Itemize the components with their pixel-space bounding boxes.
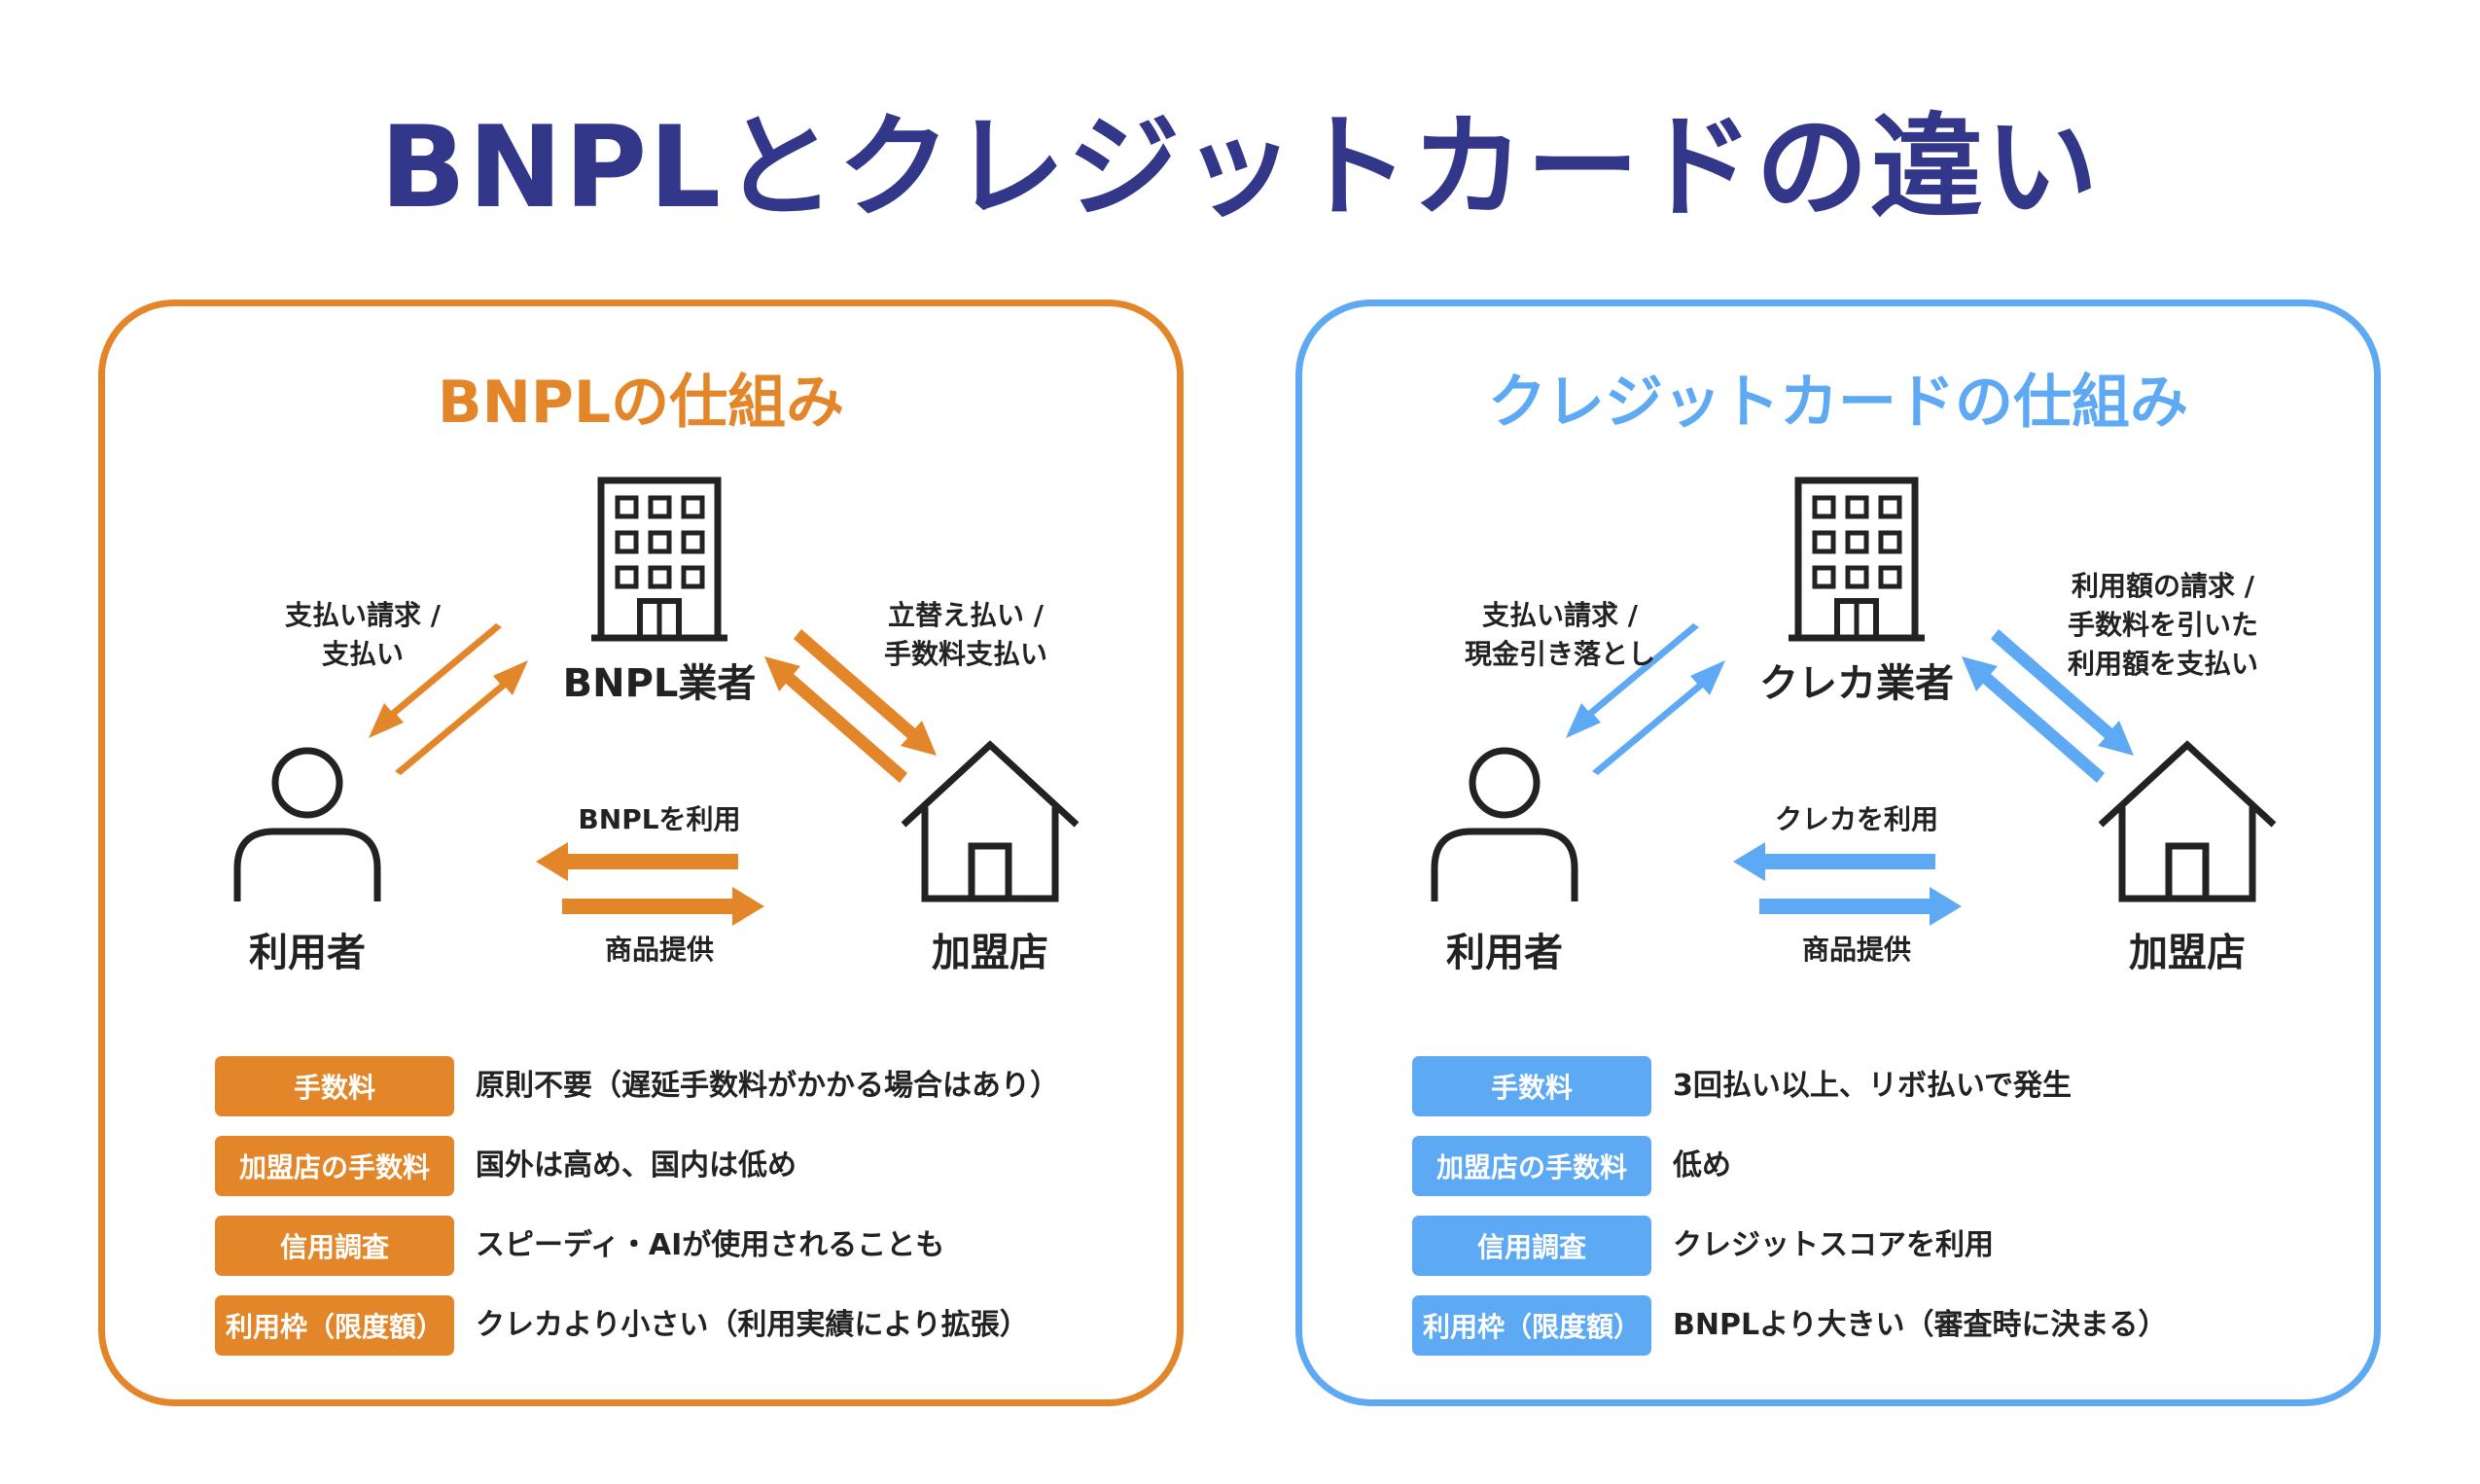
bnpl-user-company-flow-label: 支払い請求 /支払い bbox=[285, 599, 441, 670]
credit-user-company-flow-label: 支払い請求 /現金引き落とし bbox=[1464, 599, 1655, 670]
house-icon bbox=[2098, 740, 2277, 902]
row-key: 利用枠（限度額） bbox=[1412, 1295, 1651, 1356]
page-title: BNPLとクレジットカードの違い bbox=[379, 102, 2101, 233]
bnpl-user-label: 利用者 bbox=[249, 931, 366, 975]
row-key: 加盟店の手数料 bbox=[215, 1136, 454, 1196]
bnpl-flow-arrows bbox=[369, 623, 937, 926]
person-icon bbox=[233, 747, 381, 901]
row-key: 信用調査 bbox=[215, 1216, 454, 1276]
row-value: スピーディ・AIが使用されることも bbox=[476, 1228, 945, 1262]
bnpl-panel: BNPLの仕組み BNPL業者 利用者 加盟店 bbox=[98, 300, 1184, 1406]
arrow-merchant-to-company bbox=[764, 656, 907, 783]
credit-card-panel: クレジットカードの仕組み クレカ業者 利用者 加盟店 bbox=[1295, 300, 2381, 1406]
arrow-merchant-to-user bbox=[536, 842, 738, 881]
bnpl-goods-label: 商品提供 bbox=[604, 934, 714, 966]
arrow-company-to-user bbox=[1566, 623, 1699, 738]
office-building-icon bbox=[1789, 477, 1925, 642]
row-value: 3回払い以上、リボ払いで発生 bbox=[1673, 1069, 2072, 1103]
credit-company-merchant-flow-label: 利用額の請求 /手数料を引いた利用額を支払い bbox=[2067, 570, 2258, 680]
credit-merchant-label: 加盟店 bbox=[2129, 931, 2246, 975]
row-key: 手数料 bbox=[1412, 1056, 1651, 1116]
arrow-merchant-to-user bbox=[1733, 842, 1935, 881]
arrow-company-to-merchant bbox=[794, 629, 937, 756]
credit-company-label: クレカ業者 bbox=[1759, 661, 1954, 706]
arrow-user-to-company bbox=[395, 660, 528, 775]
row-key: 利用枠（限度額） bbox=[215, 1295, 454, 1356]
row-value: BNPLより大きい（審査時に決まる） bbox=[1673, 1308, 2168, 1342]
arrow-company-to-user bbox=[369, 623, 502, 738]
row-value: 低め bbox=[1673, 1148, 1731, 1183]
row-key: 手数料 bbox=[215, 1056, 454, 1116]
credit-flow-arrows bbox=[1566, 623, 2134, 926]
credit-use-label: クレカを利用 bbox=[1774, 803, 1938, 835]
arrow-user-to-merchant bbox=[1759, 887, 1962, 926]
credit-user-label: 利用者 bbox=[1446, 931, 1563, 975]
credit-goods-label: 商品提供 bbox=[1801, 934, 1911, 966]
arrow-user-to-company bbox=[1592, 660, 1725, 775]
bnpl-use-label: BNPLを利用 bbox=[578, 803, 741, 835]
arrow-company-to-merchant bbox=[1991, 629, 2134, 756]
row-key: 加盟店の手数料 bbox=[1412, 1136, 1651, 1196]
row-value: クレカより小さい（利用実績により拡張） bbox=[476, 1308, 1029, 1342]
bnpl-company-label: BNPL業者 bbox=[562, 661, 757, 706]
row-value: 国外は高め、国内は低め bbox=[476, 1148, 797, 1183]
row-value: 原則不要（遅延手数料がかかる場合はあり） bbox=[476, 1069, 1059, 1103]
office-building-icon bbox=[591, 477, 727, 642]
bnpl-merchant-label: 加盟店 bbox=[932, 931, 1048, 975]
arrow-user-to-merchant bbox=[562, 887, 764, 926]
arrow-merchant-to-company bbox=[1962, 656, 2105, 783]
row-value: クレジットスコアを利用 bbox=[1673, 1228, 1994, 1262]
credit-heading: クレジットカードの仕組み bbox=[1488, 369, 2188, 437]
bnpl-company-merchant-flow-label: 立替え払い /手数料支払い bbox=[883, 599, 1047, 670]
row-key: 信用調査 bbox=[1412, 1216, 1651, 1276]
house-icon bbox=[901, 740, 1080, 902]
person-icon bbox=[1431, 747, 1578, 901]
bnpl-heading: BNPLの仕組み bbox=[437, 369, 845, 437]
